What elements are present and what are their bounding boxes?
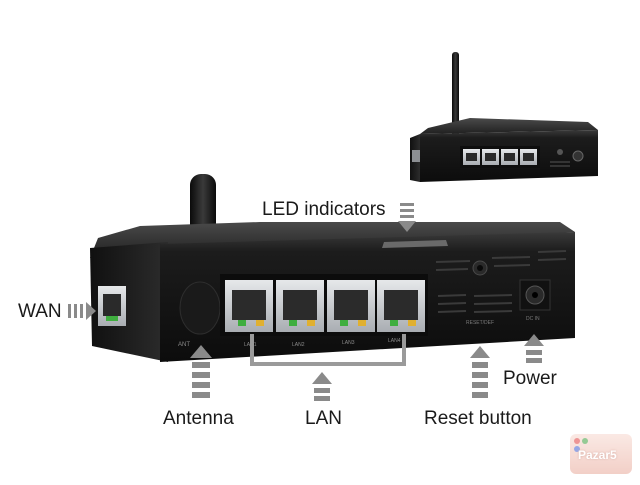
main-router-side: [90, 242, 168, 362]
lan2-label: LAN2: [292, 342, 305, 348]
power-arrow: [524, 334, 544, 363]
lan-port-4: [377, 280, 425, 332]
watermark-dot-blue: [574, 446, 580, 452]
small-router: [410, 52, 598, 182]
lan-arrow: [312, 372, 332, 401]
small-power-jack: [572, 150, 584, 162]
watermark-dot-red: [574, 438, 580, 444]
small-router-top: [420, 118, 598, 134]
led-strip: [382, 240, 448, 248]
lan-label: LAN: [305, 408, 342, 429]
lan-bracket: [250, 334, 406, 366]
reset-button-label: Reset button: [424, 408, 532, 429]
lan4-label: LAN4: [388, 338, 401, 344]
antenna-arrow: [190, 345, 212, 398]
lan-port-3: [327, 280, 375, 332]
watermark-logo: Pazar5: [570, 434, 632, 474]
main-router: ANT LAN1 LAN2 LAN3 LAN4: [90, 174, 575, 362]
small-antenna: [452, 52, 459, 142]
small-reset-hole: [557, 149, 563, 155]
watermark-text: Pazar5: [578, 448, 617, 462]
small-wan-port: [412, 150, 420, 162]
watermark-dot-green: [582, 438, 588, 444]
wan-label: WAN: [18, 301, 62, 322]
reset-arrow: [470, 346, 490, 398]
antenna-label: Antenna: [163, 408, 234, 429]
power-label: Power: [503, 368, 557, 389]
wan-arrow: [68, 302, 96, 320]
vents: [435, 250, 567, 313]
led-indicators-label: LED indicators: [262, 199, 386, 220]
ant-label: ANT: [178, 342, 190, 348]
lan-port-1: [225, 280, 273, 332]
antenna-base: [179, 281, 221, 335]
dc-label: DC IN: [526, 316, 540, 322]
reset-label: RESET/DEF: [466, 320, 494, 326]
lan-port-2: [276, 280, 324, 332]
lan3-label: LAN3: [342, 340, 355, 346]
led-arrow: [398, 203, 416, 232]
